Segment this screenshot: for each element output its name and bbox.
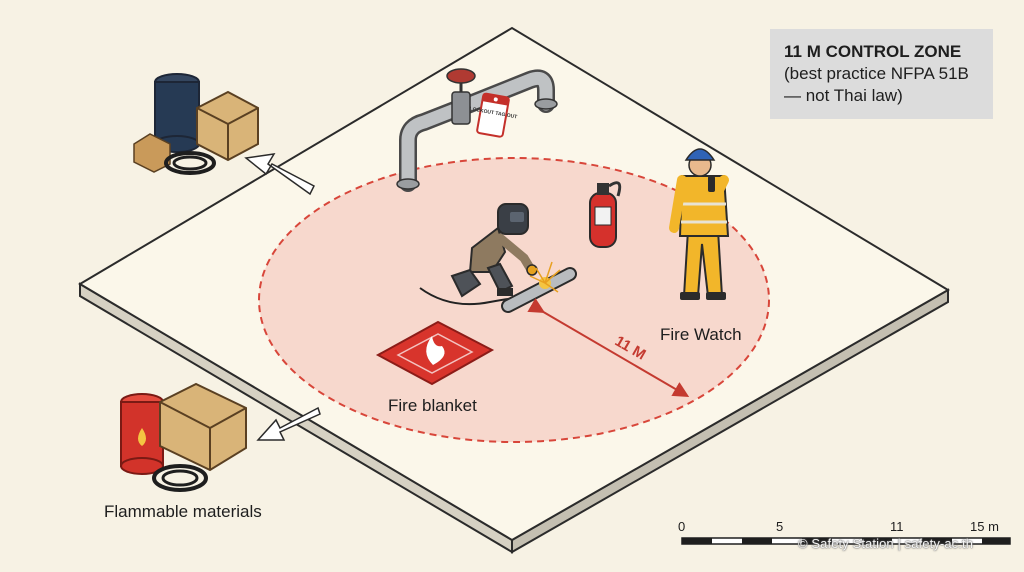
fire-watch-figure: [669, 148, 730, 300]
upper-materials: [133, 73, 259, 175]
lockout-tag: [476, 92, 510, 138]
gas-pipe-valve: [396, 68, 558, 192]
scale-tick-15: 15 m: [970, 519, 999, 534]
flammable-materials: [120, 382, 247, 492]
fire-extinguisher-icon: [589, 181, 622, 248]
welded-pipe: [501, 267, 577, 313]
welding-sparks-icon: [529, 261, 561, 293]
distance-arrow: [527, 298, 690, 398]
fire-blanket-label: Fire blanket: [388, 396, 477, 415]
control-zone-note-line2: — not Thai law): [784, 86, 903, 105]
scale-tick-11: 11: [890, 519, 904, 534]
flammable-materials-label: Flammable materials: [104, 502, 262, 521]
fire-watch-label: Fire Watch: [660, 325, 742, 344]
control-zone-info-box: 11 M CONTROL ZONE (best practice NFPA 51…: [770, 29, 993, 119]
control-zone-note-line1: (best practice NFPA 51B: [784, 64, 969, 83]
fire-blanket-icon: [375, 320, 495, 386]
scale-tick-0: 0: [678, 519, 686, 534]
copyright-notice: © Safety Station | safety-ac.th: [798, 536, 974, 551]
move-out-arrow-top: [244, 153, 315, 196]
scale-bar: [681, 537, 1011, 545]
move-out-arrow-bottom: [256, 406, 321, 441]
scale-tick-5: 5: [776, 519, 784, 534]
control-zone-title: 11 M CONTROL ZONE: [784, 42, 962, 61]
